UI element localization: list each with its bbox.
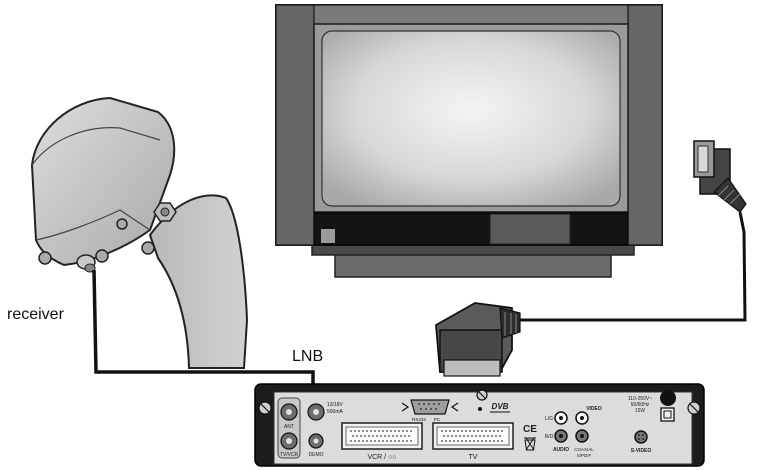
coaxial-label: COAXIAL xyxy=(574,447,594,452)
satellite-dish xyxy=(30,96,249,369)
demo-label: DEMO xyxy=(309,452,324,458)
screw-icon xyxy=(141,241,155,255)
ce-mark: CE xyxy=(523,424,537,435)
rs232-label: RS232 xyxy=(412,417,426,422)
tv-stand xyxy=(334,252,612,278)
power-cord-socket xyxy=(660,390,676,406)
video-label: VIDEO xyxy=(586,406,602,412)
audio-r-label: R/D xyxy=(545,434,554,440)
scart-tv-label: TV xyxy=(469,454,478,461)
power-freq-label: 50/60Hz xyxy=(631,402,650,408)
receiver-label: receiver xyxy=(7,306,64,323)
svideo-jack xyxy=(634,430,648,444)
dish-arm xyxy=(148,194,249,369)
power-watt-label: 15W xyxy=(635,408,646,414)
scart-plug2-strain xyxy=(499,307,521,339)
tv-side-right xyxy=(627,4,663,246)
indicator-dot xyxy=(478,407,482,411)
scart-plug-strain xyxy=(713,177,747,213)
lnb-power-label: 13/18V xyxy=(327,402,344,408)
lnb-current-label: 500mA xyxy=(327,409,344,415)
screw-icon xyxy=(116,218,128,230)
tv-control-bar xyxy=(313,212,629,246)
weee-bin-icon xyxy=(524,437,536,451)
scart-tv-pins xyxy=(441,430,505,442)
lnb-connector-tip xyxy=(84,263,96,273)
receiver-rear-panel: ANT TV/VCR 13/18V 500mA DEMO RS232 PC DV… xyxy=(254,383,705,467)
scart-plug-receiver xyxy=(435,302,521,377)
tv-top-strip xyxy=(313,4,629,26)
screw-icon xyxy=(95,249,109,263)
lnb-head-top xyxy=(31,127,161,166)
spdif-label: S/PDIF xyxy=(577,453,592,458)
scart-plug-pins xyxy=(697,145,709,173)
screw-icon xyxy=(38,251,52,265)
scart-vcr-pins xyxy=(350,430,414,442)
scart-cable xyxy=(512,211,747,322)
tv-vcr-label: TV/VCR xyxy=(280,452,299,458)
scart-vcr-label: VCR / ○○ xyxy=(367,454,396,461)
audio-label: AUDIO xyxy=(553,447,569,453)
tv-power-indicator xyxy=(321,229,335,243)
rs232-port xyxy=(410,399,450,415)
bolt-center-icon xyxy=(160,207,170,217)
lnb-head-edge xyxy=(35,209,151,241)
scart-plug2-face xyxy=(443,359,501,377)
tv-control-panel xyxy=(489,213,571,245)
lnb-head xyxy=(30,96,176,267)
power-voltage-label: 110-250V~ xyxy=(628,396,652,402)
dvb-logo: DVB xyxy=(492,402,509,411)
pc-label: PC xyxy=(434,417,441,422)
television xyxy=(275,4,663,278)
svideo-label: S-VIDEO xyxy=(631,448,652,454)
rs232-arrows-icon xyxy=(401,402,459,412)
scart-plug-tv xyxy=(693,140,747,213)
lnb-label: LNB xyxy=(292,348,324,365)
ant-label: ANT xyxy=(284,424,294,430)
tv-side-left xyxy=(275,4,315,246)
tv-screen xyxy=(321,30,621,207)
power-switch xyxy=(660,407,675,422)
panel-screws xyxy=(258,389,701,415)
audio-l-label: L/G xyxy=(545,416,553,422)
